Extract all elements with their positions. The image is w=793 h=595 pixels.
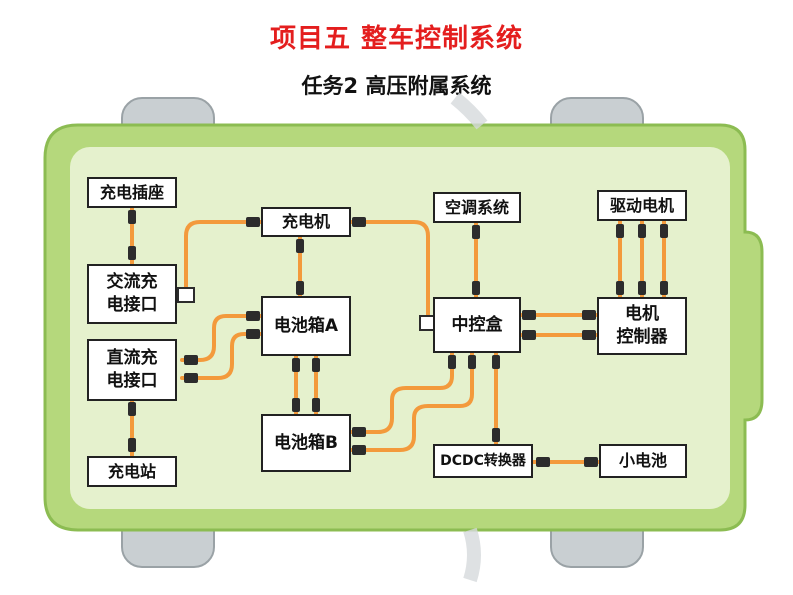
page-title: 项目五 整车控制系统	[269, 24, 524, 54]
body-seam-top	[450, 92, 488, 130]
box-drive-motor	[597, 190, 687, 221]
connector	[177, 287, 195, 303]
cable-dc-battA-1	[180, 314, 264, 362]
cable-battB-central-1	[348, 350, 454, 434]
cable-battB-central-2	[348, 350, 474, 452]
connector	[312, 358, 320, 372]
connector	[296, 281, 304, 295]
connector	[312, 398, 320, 412]
box-battery-b	[261, 414, 351, 472]
box-charger	[261, 207, 351, 237]
box-motor-controller	[597, 297, 687, 355]
connector	[472, 225, 480, 239]
connector	[584, 457, 598, 467]
connector	[246, 329, 260, 339]
connector	[246, 311, 260, 321]
box-ac-port	[87, 264, 177, 324]
node-dcdc-converter: DCDC转换器	[440, 452, 526, 469]
car-body-inner	[70, 147, 730, 509]
connector	[292, 398, 300, 412]
connector	[128, 438, 136, 452]
connector	[492, 428, 500, 442]
box-dcdc	[433, 444, 533, 478]
connector	[128, 246, 136, 260]
body-seam-bottom	[463, 527, 481, 583]
cable-ac-charger	[184, 220, 264, 292]
connector	[184, 373, 198, 383]
connector	[660, 224, 668, 238]
connector	[616, 281, 624, 295]
connector	[492, 355, 500, 369]
node-charger: 充电机	[281, 212, 330, 232]
box-charge-socket	[87, 177, 177, 208]
connector	[638, 224, 646, 238]
node-dc-charging-port: 直流充 电接口	[106, 348, 158, 391]
node-ac-charging-port: 交流充 电接口	[106, 272, 158, 315]
node-small-battery: 小电池	[618, 451, 667, 471]
connector	[246, 217, 260, 227]
node-drive-motor: 驱动电机	[609, 195, 674, 215]
connector	[184, 355, 198, 365]
node-air-conditioning-system: 空调系统	[444, 197, 509, 217]
connectors	[128, 210, 668, 467]
node-central-control-box: 中控盒	[451, 314, 503, 335]
connector	[352, 445, 366, 455]
node-charge-socket: 充电插座	[99, 182, 164, 202]
connector	[296, 239, 304, 253]
box-small-battery	[599, 444, 687, 478]
cable-charger-central	[348, 220, 430, 320]
connector	[660, 281, 668, 295]
node-boxes	[87, 177, 687, 487]
connector	[536, 457, 550, 467]
box-dc-port	[87, 339, 177, 401]
connector	[128, 402, 136, 416]
cable-dc-battA-2	[180, 332, 264, 380]
connector	[522, 310, 536, 320]
node-battery-box-a: 电池箱A	[273, 315, 339, 336]
connector	[292, 358, 300, 372]
connector	[582, 310, 596, 320]
connector	[616, 224, 624, 238]
node-motor-controller: 电机 控制器	[616, 304, 668, 347]
connector	[352, 217, 366, 227]
box-ac-system	[433, 192, 521, 223]
connector	[128, 210, 136, 224]
box-central	[433, 297, 521, 353]
connector	[472, 281, 480, 295]
connector	[352, 427, 366, 437]
node-battery-box-b: 电池箱B	[274, 432, 338, 453]
connector	[582, 330, 596, 340]
connector	[468, 355, 476, 369]
box-battery-a	[261, 296, 351, 356]
connector	[448, 355, 456, 369]
connector	[638, 281, 646, 295]
connector	[522, 330, 536, 340]
box-charging-station	[87, 456, 177, 487]
node-charging-station: 充电站	[107, 461, 156, 481]
